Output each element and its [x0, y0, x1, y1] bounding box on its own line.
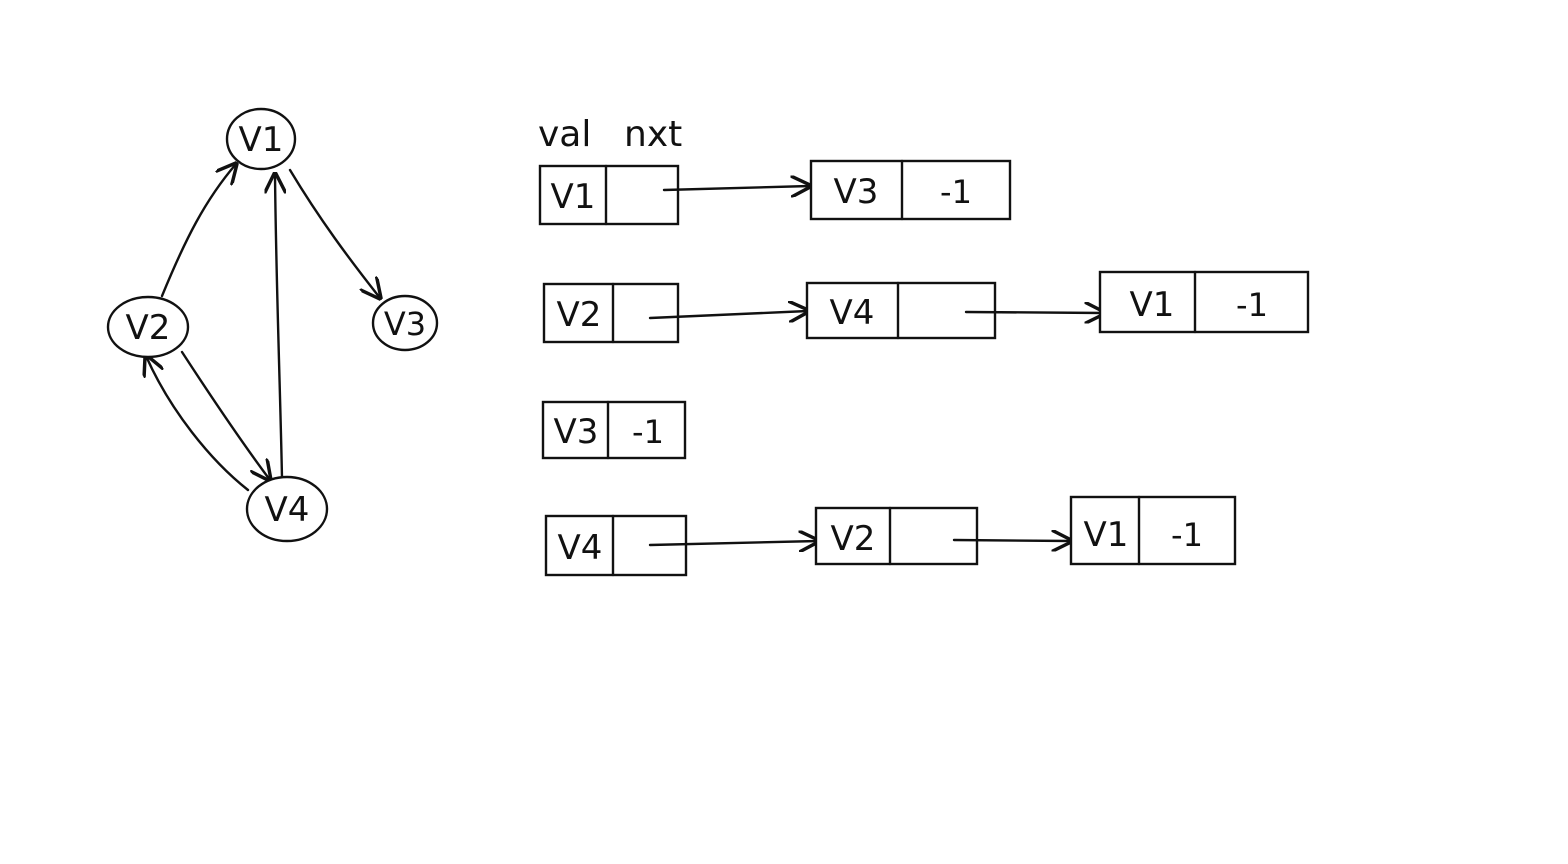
list-head-node: V1: [538, 164, 680, 226]
graph-node-v3: V3: [371, 294, 439, 352]
link-arrow: [648, 541, 818, 545]
node-val: V3: [834, 172, 879, 212]
node-label: V2: [126, 308, 171, 348]
node-val: V1: [551, 177, 596, 217]
node-val: V3: [554, 412, 599, 452]
node-val: V1: [1130, 285, 1175, 325]
list-row-v1: V1 V3 -1: [538, 159, 1012, 226]
list-head-node: V2: [542, 282, 680, 344]
list-node: V1 -1: [1069, 495, 1237, 566]
edge-v4-to-v1: [275, 174, 282, 480]
list-head-node: V3 -1: [541, 400, 687, 460]
edge-v1-to-v3: [288, 168, 380, 298]
edge-v2-to-v4: [180, 350, 270, 480]
graph-node-v1: V1: [225, 107, 297, 171]
header-nxt: nxt: [624, 114, 682, 155]
graph-node-v4: V4: [245, 475, 329, 543]
node-label: V1: [239, 120, 284, 160]
node-val: V2: [557, 295, 602, 335]
list-head-node: V4: [544, 514, 688, 577]
node-nxt: -1: [1236, 286, 1268, 324]
list-node: V2: [814, 506, 979, 566]
link-arrow: [964, 312, 1104, 313]
link-arrow: [952, 540, 1071, 541]
node-label: V4: [265, 490, 310, 530]
node-label: V3: [384, 305, 426, 343]
graph-node-v2: V2: [106, 295, 190, 359]
node-val: V4: [830, 293, 875, 333]
list-row-v3: V3 -1: [541, 400, 687, 460]
edge-v4-to-v2: [146, 356, 250, 492]
node-nxt: -1: [632, 413, 664, 451]
list-row-v4: V4 V2 V1 -1: [544, 495, 1237, 577]
header-val: val: [538, 114, 591, 155]
node-val: V2: [831, 519, 876, 559]
linked-list: val nxt V1 V3 -1 V2: [538, 114, 1310, 577]
node-nxt: -1: [940, 173, 972, 211]
list-node: V3 -1: [809, 159, 1012, 221]
node-val: V1: [1084, 515, 1129, 555]
link-arrow: [648, 311, 808, 318]
list-node: V4: [805, 281, 997, 340]
list-row-v2: V2 V4 V1 -1: [542, 270, 1310, 344]
graph: V1 V2 V3 V4: [106, 107, 439, 543]
list-node: V1 -1: [1098, 270, 1310, 334]
node-val: V4: [558, 528, 603, 568]
node-nxt: -1: [1171, 516, 1203, 554]
link-arrow: [662, 186, 810, 190]
edge-v2-to-v1: [160, 164, 236, 298]
